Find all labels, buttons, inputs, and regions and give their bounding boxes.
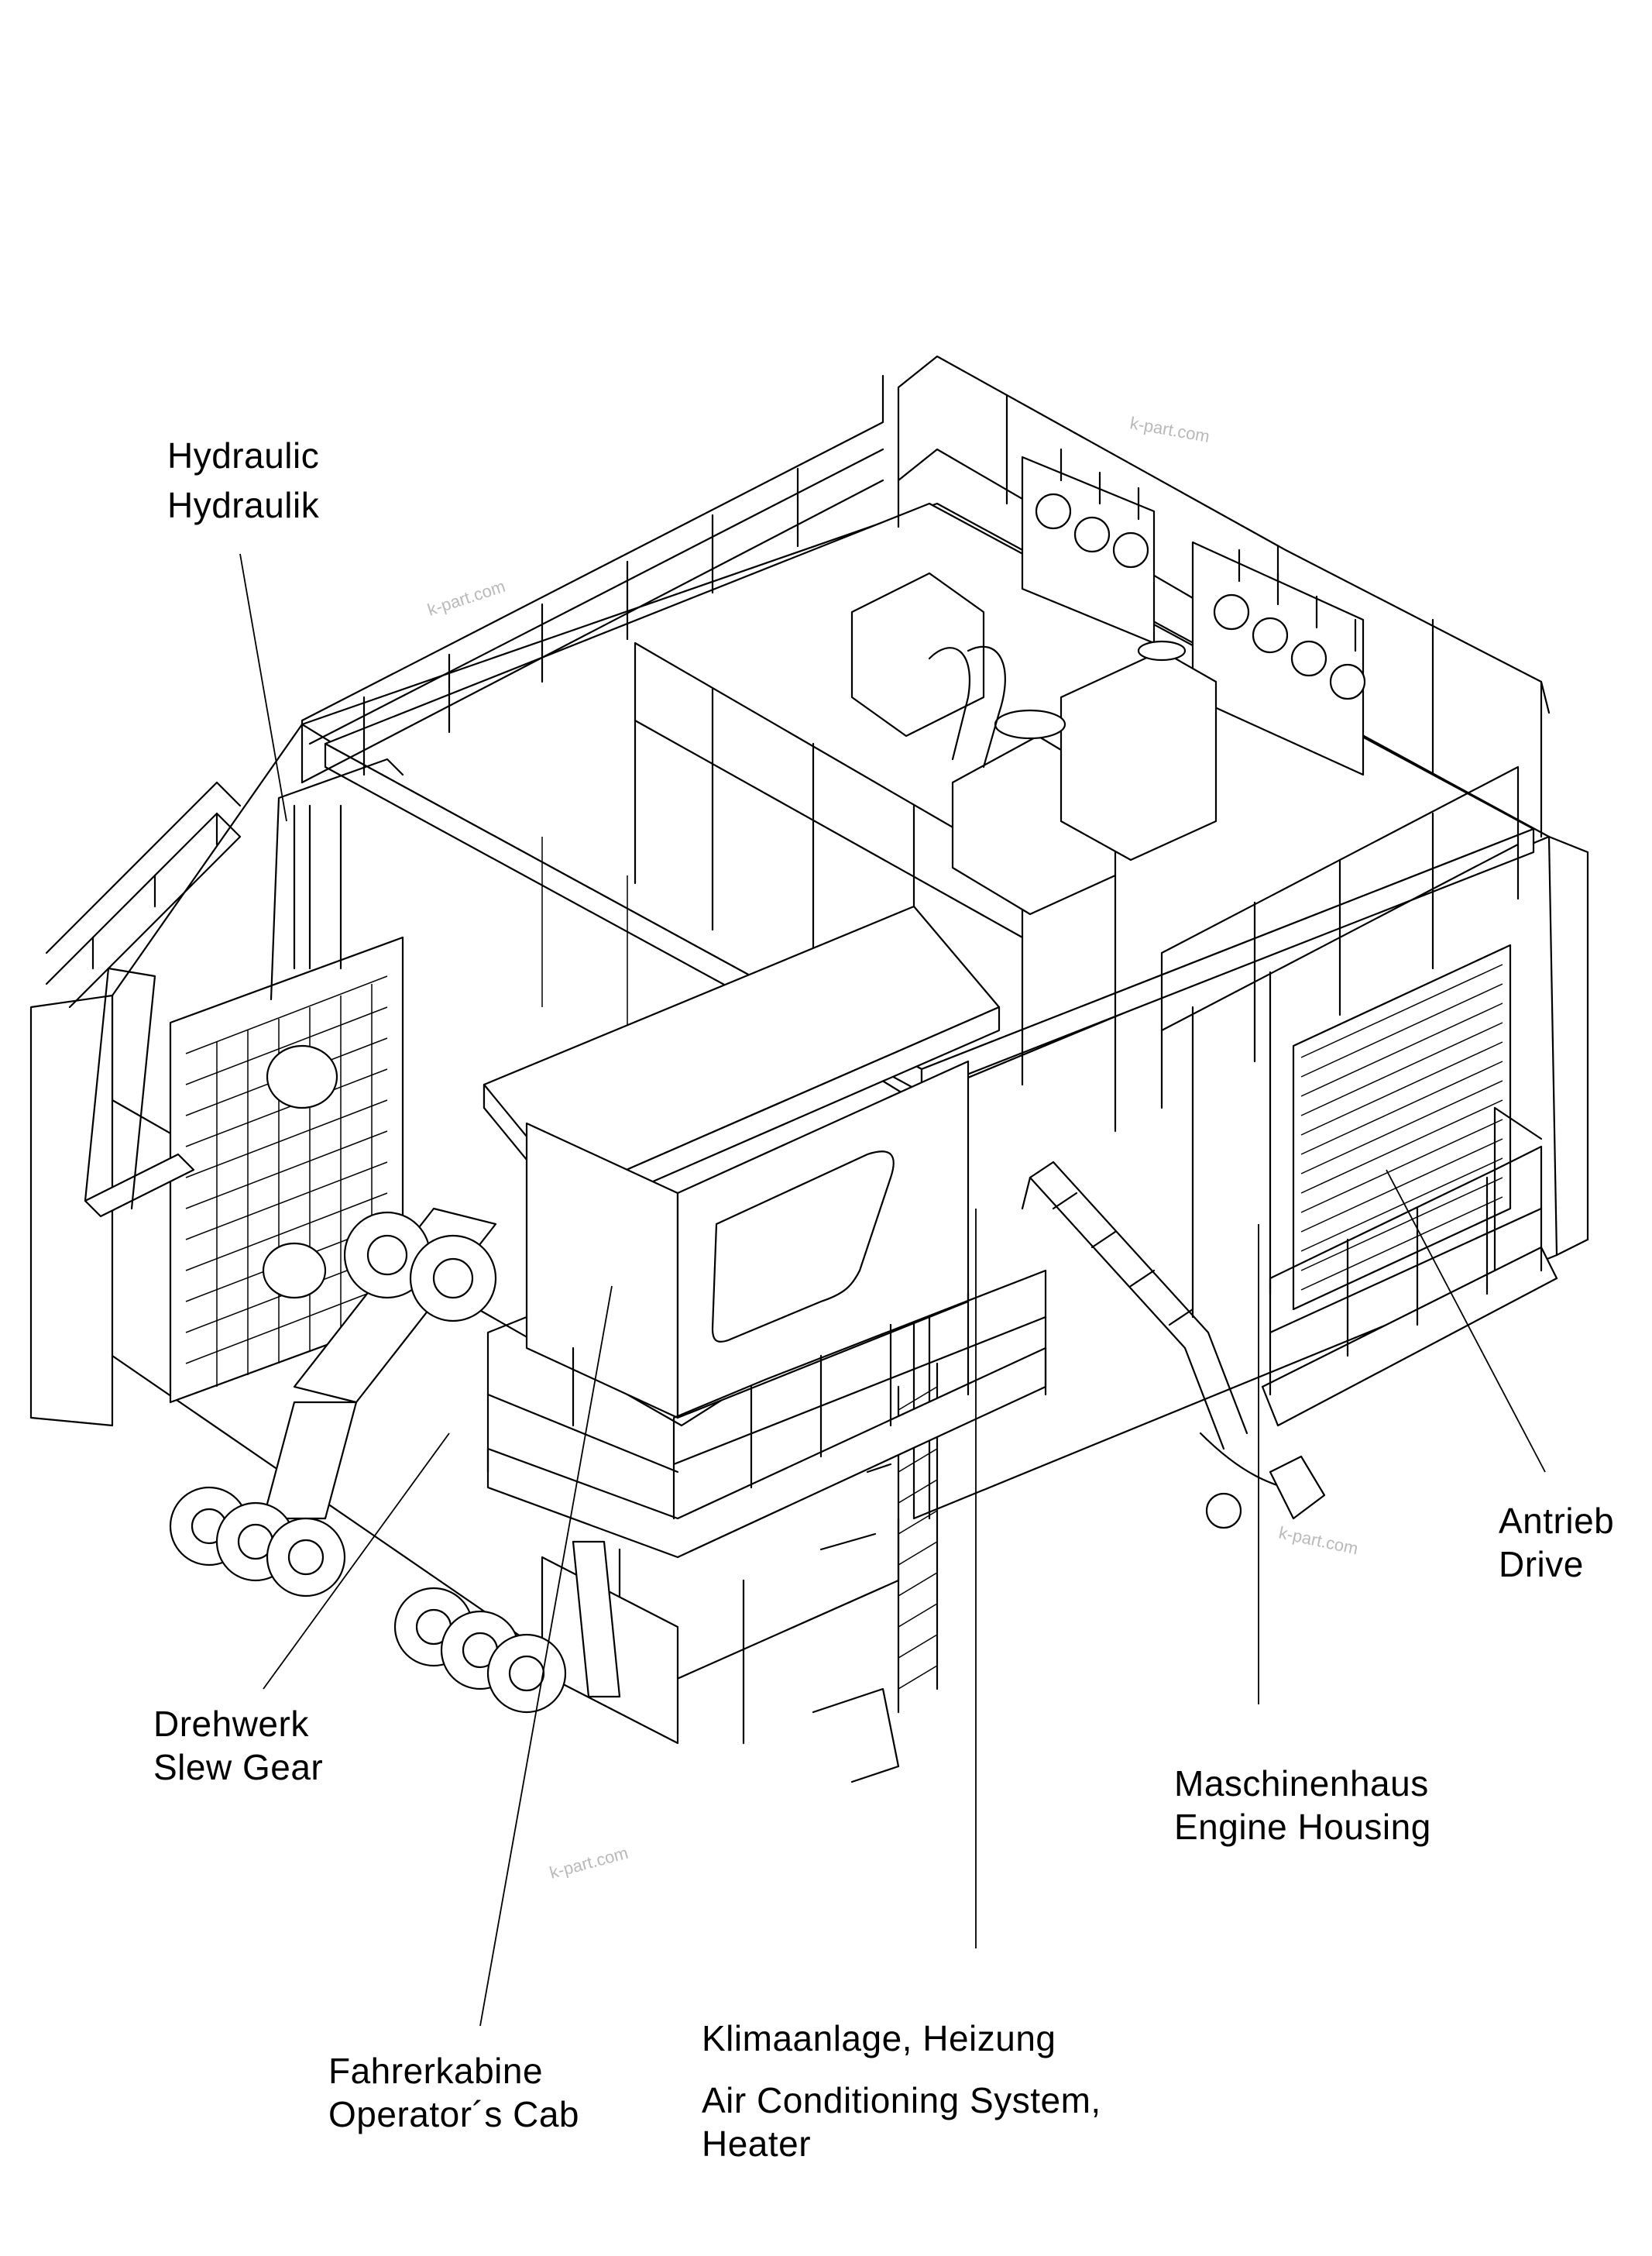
label-hydraulic-de: Hydraulik	[167, 485, 320, 525]
leader-drive	[1386, 1169, 1546, 1473]
label-air-conditioning-en-2: Heater	[702, 2124, 812, 2164]
roof-railing	[301, 355, 1551, 1133]
watermark: k-part.com	[1277, 1522, 1360, 1558]
label-slew-gear-de: Drehwerk	[153, 1704, 309, 1744]
air-conditioning-units	[850, 572, 1218, 916]
operator-cab	[483, 905, 1047, 1745]
label-drive: Antrieb Drive	[1499, 1499, 1614, 1586]
watermark: k-part.com	[425, 576, 508, 620]
label-hydraulic: Hydraulic Hydraulik	[167, 434, 319, 527]
label-engine-housing-de: Maschinenhaus	[1174, 1763, 1429, 1804]
label-air-conditioning: Klimaanlage, Heizung Air Conditioning Sy…	[702, 2017, 1101, 2165]
label-air-conditioning-de: Klimaanlage, Heizung	[702, 2018, 1056, 2058]
filter-banks	[1021, 448, 1366, 776]
label-operator-cab-en: Operator´s Cab	[328, 2094, 580, 2134]
leader-operator-cab	[479, 1285, 613, 2027]
roll-up-door	[1292, 944, 1512, 1311]
label-drive-en: Drive	[1499, 1544, 1584, 1584]
label-operator-cab: Fahrerkabine Operator´s Cab	[328, 2049, 579, 2136]
label-slew-gear-en: Slew Gear	[153, 1747, 324, 1787]
slew-gear-assembly	[169, 1207, 621, 1714]
leader-slew-gear	[263, 1432, 450, 1690]
leader-lines	[239, 553, 1546, 2027]
label-drive-de: Antrieb	[1499, 1501, 1615, 1541]
watermark: k-part.com	[548, 1843, 630, 1883]
label-air-conditioning-en: Air Conditioning System,	[702, 2080, 1101, 2120]
label-engine-housing: Maschinenhaus Engine Housing	[1174, 1762, 1431, 1848]
label-hydraulic-en: Hydraulic	[167, 435, 320, 476]
label-slew-gear: Drehwerk Slew Gear	[153, 1702, 323, 1789]
label-engine-housing-en: Engine Housing	[1174, 1807, 1431, 1847]
watermark: k-part.com	[1128, 413, 1211, 446]
leader-hydraulic	[239, 553, 287, 822]
access-stair	[1021, 1161, 1326, 1529]
label-operator-cab-de: Fahrerkabine	[328, 2051, 544, 2091]
